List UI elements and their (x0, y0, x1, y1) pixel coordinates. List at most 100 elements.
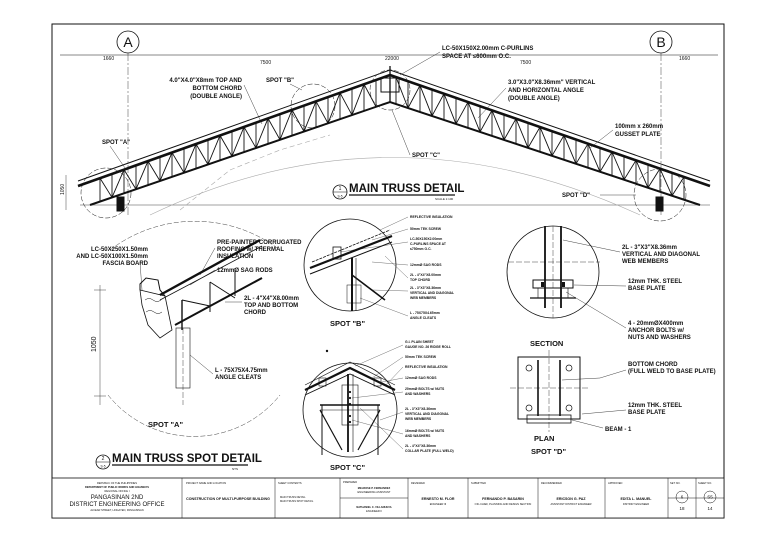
svg-text:ERNESTO M. FLOR: ERNESTO M. FLOR (421, 497, 454, 501)
svg-text:PANGASINAN 2ND: PANGASINAN 2ND (91, 495, 144, 501)
svg-text:TOP CHORD: TOP CHORD (410, 278, 431, 282)
spot-a-tag: SPOT "A" (102, 140, 130, 146)
svg-text:S-5: S-5 (101, 465, 106, 469)
truss-diagonal (219, 135, 233, 157)
spot-b-tag: SPOT "B" (266, 78, 294, 84)
svg-text:20mmØ BOLTS w/ NUTS: 20mmØ BOLTS w/ NUTS (405, 387, 445, 391)
svg-text:(FULL WELD TO BASE PLATE): (FULL WELD TO BASE PLATE) (628, 369, 716, 375)
grid-bubble-a: A (116, 30, 140, 215)
svg-text:DEPARTMENT OF PUBLIC WORKS AND: DEPARTMENT OF PUBLIC WORKS AND HIGHWAYS (85, 485, 149, 489)
svg-text:SCALE 1:100: SCALE 1:100 (435, 197, 454, 201)
svg-text:NTS: NTS (232, 467, 238, 471)
svg-text:SPOT "A": SPOT "A" (148, 420, 183, 429)
svg-text:NUTS AND WASHERS: NUTS AND WASHERS (628, 335, 691, 341)
svg-text:(DOUBLE ANGLE): (DOUBLE ANGLE) (508, 96, 560, 102)
dim-1: 1660 (103, 56, 114, 62)
spot-b-detail: REFLECTIVE INSULATION 50mm TEK SCREW LC-… (303, 215, 454, 328)
svg-text:DISTRICT ENGINEERING OFFICE: DISTRICT ENGINEERING OFFICE (70, 502, 165, 508)
spot-d-detail: 2L - 3"X3"X8.36mm VERTICAL AND DIAGONAL … (506, 225, 716, 456)
svg-text:2L - 3"X3"X8.36mm: 2L - 3"X3"X8.36mm (622, 245, 677, 251)
truss-diagonal (551, 135, 565, 157)
truss-diagonal (207, 135, 221, 165)
truss-diagonal (515, 118, 529, 149)
svg-text:REVIEWED: REVIEWED (411, 481, 425, 485)
svg-text:BASE PLATE: BASE PLATE (628, 286, 666, 292)
truss-diagonal (159, 152, 173, 182)
truss-diagonal (575, 143, 589, 165)
truss-diagonal (611, 151, 625, 180)
truss-diagonal (171, 152, 185, 173)
svg-text:LC-50X150X2.00mm C-PURLINS: LC-50X150X2.00mm C-PURLINS (442, 46, 533, 52)
truss-diagonal (231, 126, 245, 157)
svg-text:NATHANIEL C. VILLANUEVA: NATHANIEL C. VILLANUEVA (356, 505, 391, 509)
callout-gusset: 100mm x 260mm GUSSET PLATE (589, 124, 663, 149)
svg-text:2L - 4"X4"X8.00mm: 2L - 4"X4"X8.00mm (244, 296, 299, 302)
svg-text:100mm x 260mm: 100mm x 260mm (615, 124, 663, 130)
svg-text:REGIONAL OFFICE I: REGIONAL OFFICE I (105, 489, 130, 493)
spot-a-leader (109, 145, 126, 169)
svg-text:ROOFING w/ THERMAL: ROOFING w/ THERMAL (217, 247, 284, 253)
svg-text:4 - 20mmØX400mm: 4 - 20mmØX400mm (628, 321, 683, 327)
svg-text:MAIN TRUSS DETAIL: MAIN TRUSS DETAIL (349, 183, 464, 195)
svg-text:VERTICAL AND DIAGONAL: VERTICAL AND DIAGONAL (622, 252, 700, 258)
svg-text:SECTION: SECTION (530, 339, 563, 348)
svg-text:MAIN TRUSS DETAIL: MAIN TRUSS DETAIL (280, 495, 306, 499)
truss-diagonal (407, 85, 421, 109)
truss-diagonal (147, 160, 161, 182)
dim-2: 7500 (260, 60, 271, 66)
svg-text:G.I. PLAIN SHEET: G.I. PLAIN SHEET (405, 340, 435, 344)
truss-diagonal (503, 118, 517, 141)
callout-purlin: LC-50X150X2.00mm C-PURLINS SPACE AT ≤600… (399, 46, 533, 76)
svg-text:2: 2 (102, 456, 105, 462)
truss-diagonal (539, 126, 553, 156)
svg-text:4.0"X4.0"X8mm TOP AND: 4.0"X4.0"X8mm TOP AND (169, 78, 242, 84)
dim-side: 1050 (60, 175, 67, 210)
truss-diagonal (527, 126, 541, 149)
svg-text:PROJECT NAME AND LOCATION: PROJECT NAME AND LOCATION (186, 481, 226, 485)
svg-text:MAIN TRUSS SPOT DETAIL: MAIN TRUSS SPOT DETAIL (112, 453, 262, 465)
svg-text:MAIN TRUSS SPOT DETAIL: MAIN TRUSS SPOT DETAIL (280, 499, 314, 503)
svg-text:OIC-CHIEF, PLANNING AND DESIGN: OIC-CHIEF, PLANNING AND DESIGN SECTION (475, 502, 532, 506)
svg-text:SPOT "D": SPOT "D" (531, 447, 566, 456)
hidden-line (179, 134, 331, 211)
main-truss (77, 66, 711, 212)
spot-b-circle (290, 83, 336, 129)
spot-c-tag: SPOT "C" (412, 153, 440, 159)
svg-text:AND LC-50X100X1.50mm: AND LC-50X100X1.50mm (76, 254, 148, 260)
svg-text:REFLECTIVE INSULATION: REFLECTIVE INSULATION (405, 365, 448, 369)
truss-diagonal (647, 168, 661, 188)
svg-text:1: 1 (339, 186, 342, 192)
svg-text:GAUGE NO. 26 RIDGE ROLL: GAUGE NO. 26 RIDGE ROLL (405, 345, 451, 349)
svg-text:EDITA L. MANUEL: EDITA L. MANUEL (621, 497, 653, 501)
svg-text:BOTTOM CHORD: BOTTOM CHORD (192, 86, 242, 92)
svg-text:6: 6 (681, 495, 684, 500)
truss-diagonal (303, 101, 317, 132)
svg-text:12mm THK. STEEL: 12mm THK. STEEL (628, 403, 682, 409)
truss-diagonal (291, 109, 305, 132)
svg-text:FASCIA BOARD: FASCIA BOARD (103, 261, 149, 267)
svg-text:PREPARED: PREPARED (343, 480, 357, 484)
truss-diagonal (183, 143, 197, 173)
svg-text:WEB MEMBERS: WEB MEMBERS (622, 259, 668, 265)
svg-text:REFLECTIVE INSULATION: REFLECTIVE INSULATION (410, 215, 453, 219)
svg-text:2L - 3"X3"X8.36mm: 2L - 3"X3"X8.36mm (410, 286, 441, 290)
svg-text:SPACE AT ≤600mm O.C.: SPACE AT ≤600mm O.C. (442, 54, 511, 60)
svg-text:L - 75X75X4.75mm: L - 75X75X4.75mm (215, 368, 268, 374)
svg-text:VERTICAL AND DIAGONAL: VERTICAL AND DIAGONAL (410, 291, 454, 295)
truss-diagonal (623, 160, 637, 180)
svg-text:REPUBLIC OF THE PHILIPPINES: REPUBLIC OF THE PHILIPPINES (97, 481, 137, 485)
title-block: REPUBLIC OF THE PHILIPPINES DEPARTMENT O… (51, 477, 725, 519)
truss-diagonal (99, 177, 113, 198)
truss-diagonal (135, 160, 149, 190)
svg-text:50mm TEK SCREW: 50mm TEK SCREW (405, 355, 437, 359)
svg-text:12mmØ SAG RODS: 12mmØ SAG RODS (217, 268, 273, 274)
svg-text:12mmØ SAG RODS: 12mmØ SAG RODS (405, 376, 437, 380)
svg-text:A: A (123, 34, 133, 50)
svg-text:≤750mm O.C.: ≤750mm O.C. (410, 247, 432, 251)
svg-text:VERTICAL AND DIAGONAL: VERTICAL AND DIAGONAL (405, 412, 449, 416)
truss-diagonal (351, 84, 365, 116)
svg-text:CONSTRUCTION OF MULTI-PURPOSE: CONSTRUCTION OF MULTI-PURPOSE BUILDING (186, 497, 270, 501)
spot-c-leader (391, 109, 411, 156)
truss-diagonal (255, 118, 269, 149)
svg-text:BEAM - 1: BEAM - 1 (605, 427, 632, 433)
